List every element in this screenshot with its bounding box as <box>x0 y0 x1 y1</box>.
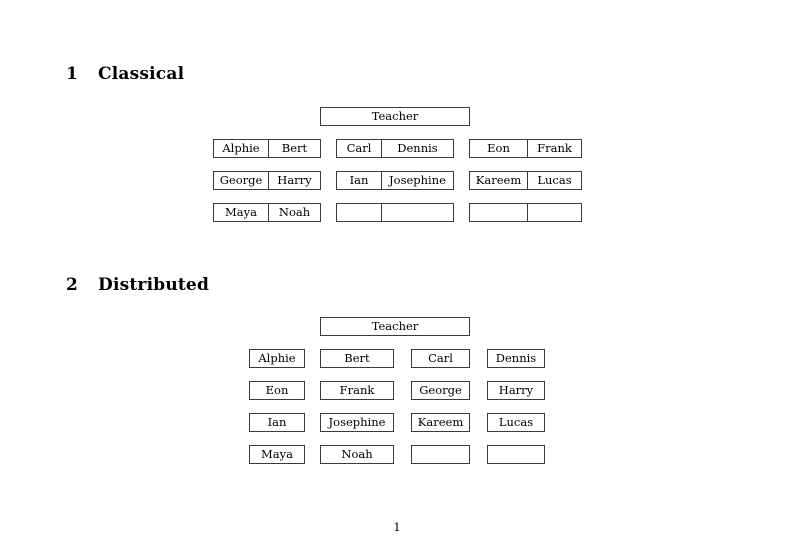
student-cell: Carl <box>346 140 372 155</box>
teacher-box-distributed: Teacher <box>320 317 470 336</box>
student-group-row-empty <box>469 203 582 222</box>
student-box: George <box>411 381 470 400</box>
section-heading-classical: 1 Classical <box>66 64 184 84</box>
student-cell: Eon <box>487 140 510 155</box>
student-box: Ian <box>249 413 305 432</box>
page-number: 1 <box>393 520 401 534</box>
student-cell: Alphie <box>222 140 260 155</box>
student-cell: Kareem <box>475 172 522 187</box>
student-box-empty <box>487 445 545 464</box>
student-cell <box>527 204 581 221</box>
student-box-empty <box>411 445 470 464</box>
student-box: Josephine <box>320 413 394 432</box>
student-box: Harry <box>487 381 545 400</box>
student-box: Lucas <box>487 413 545 432</box>
student-box: Alphie <box>249 349 305 368</box>
section-title: Classical <box>98 64 185 84</box>
section-heading-distributed: 2 Distributed <box>66 275 209 295</box>
section-title: Distributed <box>98 275 210 295</box>
student-cell: Dennis <box>381 140 453 157</box>
student-group-row: Alphie Bert <box>213 139 321 158</box>
student-group-row: Maya Noah <box>213 203 321 222</box>
student-box: Frank <box>320 381 394 400</box>
student-cell: Bert <box>268 140 320 157</box>
student-group-row: Kareem Lucas <box>469 171 582 190</box>
student-box: Kareem <box>411 413 470 432</box>
student-cell: Maya <box>225 204 257 219</box>
student-cell: Lucas <box>527 172 581 189</box>
student-cell <box>470 204 527 221</box>
section-number: 1 <box>66 64 79 84</box>
student-group-row: Ian Josephine <box>336 171 454 190</box>
student-cell <box>381 204 453 221</box>
student-cell: Noah <box>268 204 320 221</box>
student-box: Eon <box>249 381 305 400</box>
student-group-row: Eon Frank <box>469 139 582 158</box>
student-cell <box>337 204 381 221</box>
teacher-box-classical: Teacher <box>320 107 470 126</box>
student-group-row: Carl Dennis <box>336 139 454 158</box>
student-cell: Josephine <box>381 172 453 189</box>
student-box: Carl <box>411 349 470 368</box>
student-group-row: George Harry <box>213 171 321 190</box>
student-box: Noah <box>320 445 394 464</box>
student-box: Maya <box>249 445 305 464</box>
student-cell: Ian <box>349 172 369 187</box>
student-box: Dennis <box>487 349 545 368</box>
student-group-row-empty <box>336 203 454 222</box>
student-cell: Harry <box>268 172 320 189</box>
section-number: 2 <box>66 275 79 295</box>
student-cell: Frank <box>527 140 581 157</box>
student-cell: George <box>219 172 263 187</box>
student-box: Bert <box>320 349 394 368</box>
